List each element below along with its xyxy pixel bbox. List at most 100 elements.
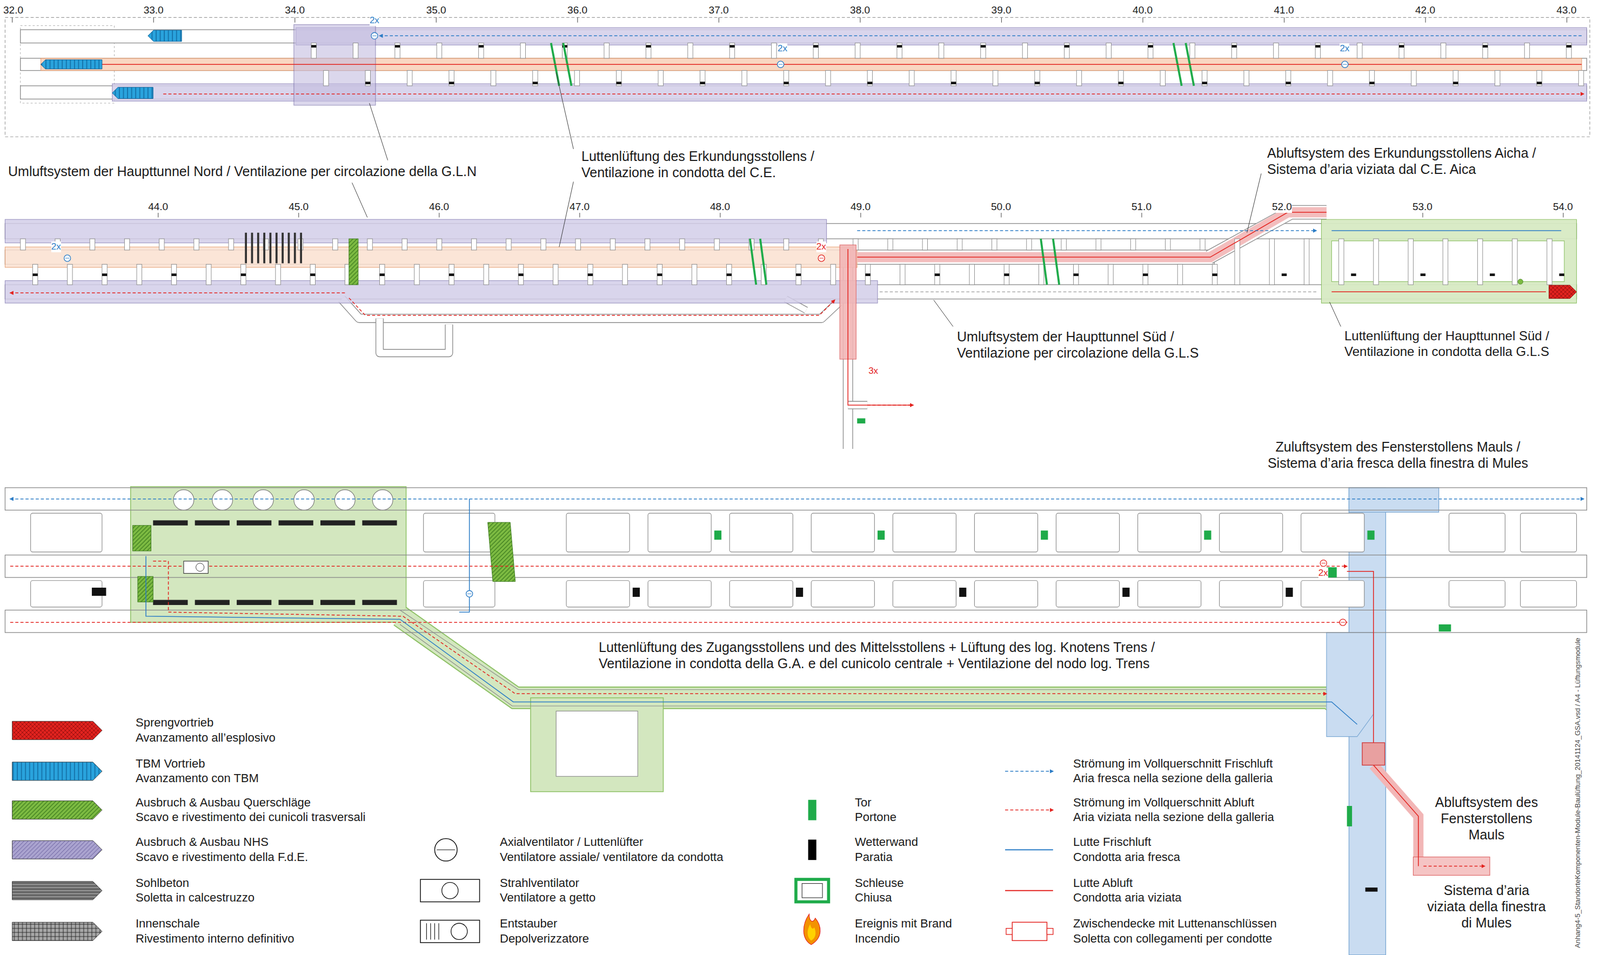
air-duct bbox=[1347, 571, 1374, 743]
rock-pillar bbox=[974, 513, 1038, 553]
cross-passage bbox=[171, 264, 177, 285]
chainage-tick bbox=[718, 17, 720, 23]
cross-passage bbox=[1147, 43, 1153, 59]
air-wall bbox=[1212, 273, 1217, 277]
chainage-number: 33.0 bbox=[143, 4, 164, 17]
cross-passage bbox=[406, 70, 412, 86]
gate bbox=[1367, 530, 1375, 540]
cross-passage bbox=[1177, 264, 1183, 285]
legend-exhaust-duct: Lutte Abluft Condotta aria viziata bbox=[1073, 875, 1182, 906]
axial-fan-symbol bbox=[436, 849, 455, 851]
chainage-tick bbox=[1141, 212, 1142, 218]
cross-passage bbox=[1142, 264, 1148, 285]
leader-line bbox=[556, 72, 574, 150]
cross-passage bbox=[1269, 238, 1275, 285]
air-wall bbox=[1034, 81, 1040, 85]
cross-passage bbox=[1524, 43, 1530, 59]
air-wall bbox=[518, 273, 524, 277]
air-wall bbox=[1536, 81, 1542, 85]
axial-fan-blade bbox=[778, 64, 783, 65]
chainage-number: 41.0 bbox=[1274, 4, 1295, 17]
chainage-tick bbox=[1422, 212, 1423, 218]
floor-slab bbox=[236, 520, 272, 526]
rock-pillar bbox=[1137, 513, 1202, 553]
legend-slab-ducts: Zwischendecke mit Luttenanschlüssen Sole… bbox=[1073, 916, 1277, 947]
axial-fan-symbol bbox=[434, 838, 458, 862]
fan-count: 2x bbox=[369, 15, 380, 26]
gate bbox=[714, 530, 722, 540]
cross-passage bbox=[205, 264, 211, 285]
air-wall bbox=[91, 587, 106, 597]
cross-passage bbox=[483, 264, 489, 285]
legend-swatches bbox=[12, 721, 817, 941]
duct-ventilation-band bbox=[1321, 219, 1577, 304]
floor-slab bbox=[320, 600, 356, 606]
leader-line bbox=[933, 299, 954, 327]
chainage-tick bbox=[1283, 17, 1285, 23]
cross-passage bbox=[1038, 264, 1044, 285]
air-duct bbox=[1331, 291, 1546, 293]
cross-passage bbox=[922, 238, 928, 251]
chainage-tick bbox=[1001, 17, 1002, 23]
cross-passage bbox=[1566, 43, 1572, 59]
shaft-circle bbox=[252, 490, 274, 511]
legend-air-wall: Wetterwand Paratia bbox=[854, 834, 919, 865]
axial-fan-blade bbox=[372, 35, 377, 37]
air-wall bbox=[1231, 44, 1237, 48]
chainage-tick bbox=[11, 17, 13, 23]
gate bbox=[1203, 530, 1211, 540]
rock-pillar bbox=[556, 711, 638, 777]
legend-swatch bbox=[12, 881, 103, 901]
rock-pillar bbox=[1055, 580, 1120, 608]
cross-passage bbox=[310, 264, 316, 285]
floor-slab bbox=[278, 600, 314, 606]
air-flow bbox=[879, 291, 1317, 293]
air-wall bbox=[729, 44, 735, 48]
cross-passage-hatch bbox=[349, 238, 359, 285]
cross-passage bbox=[449, 70, 454, 86]
axial-fan bbox=[777, 61, 785, 68]
rock-pillar bbox=[566, 580, 630, 608]
axial-fan-blade bbox=[1342, 64, 1348, 65]
gate bbox=[1438, 624, 1452, 632]
cross-passage bbox=[1578, 70, 1584, 86]
air-flow bbox=[867, 404, 914, 406]
air-wall bbox=[934, 273, 940, 277]
air-wall bbox=[1453, 81, 1458, 85]
cross-passage bbox=[518, 264, 524, 285]
rock-pillar bbox=[1520, 580, 1577, 608]
cross-passage bbox=[729, 43, 735, 59]
air-wall bbox=[1202, 81, 1208, 85]
fresh-air-shaft bbox=[1348, 487, 1439, 513]
chainage-number: 39.0 bbox=[991, 4, 1012, 17]
cross-passage bbox=[506, 238, 512, 251]
legend-swatch-hatch bbox=[12, 840, 103, 860]
rock-pillar bbox=[892, 513, 956, 553]
cross-passage bbox=[604, 43, 609, 59]
chainage-tick bbox=[1000, 212, 1002, 218]
air-wall bbox=[645, 44, 651, 48]
duct-symbol bbox=[1005, 890, 1054, 892]
cross-passage bbox=[1536, 70, 1542, 86]
cross-passage bbox=[1234, 238, 1240, 285]
advance-arrow-hatch bbox=[1549, 285, 1577, 299]
cross-passage bbox=[1212, 264, 1217, 285]
gate bbox=[750, 238, 756, 285]
air-wall bbox=[102, 273, 107, 277]
dust-collector-grille bbox=[434, 923, 435, 940]
chainage-number: 34.0 bbox=[284, 4, 305, 17]
rock-pillar bbox=[647, 580, 712, 608]
jet-fan bbox=[269, 232, 272, 264]
legend-fresh-duct: Lutte Frischluft Condotta aria fresca bbox=[1073, 834, 1181, 865]
rock-pillar bbox=[1219, 513, 1283, 553]
chainage-number: 52.0 bbox=[1272, 201, 1292, 214]
fresh-air-zone bbox=[1326, 632, 1374, 738]
intermediate-slab bbox=[1362, 742, 1385, 766]
air-wall bbox=[1122, 587, 1130, 598]
cross-passage bbox=[32, 264, 38, 285]
air-wall bbox=[1003, 273, 1009, 277]
rock-pillar bbox=[30, 513, 103, 553]
rock-pillar bbox=[30, 580, 103, 608]
chainage-number: 54.0 bbox=[1552, 201, 1573, 214]
legend-exhaust-flow: Strömung im Vollquerschnitt Abluft Aria … bbox=[1073, 795, 1275, 826]
